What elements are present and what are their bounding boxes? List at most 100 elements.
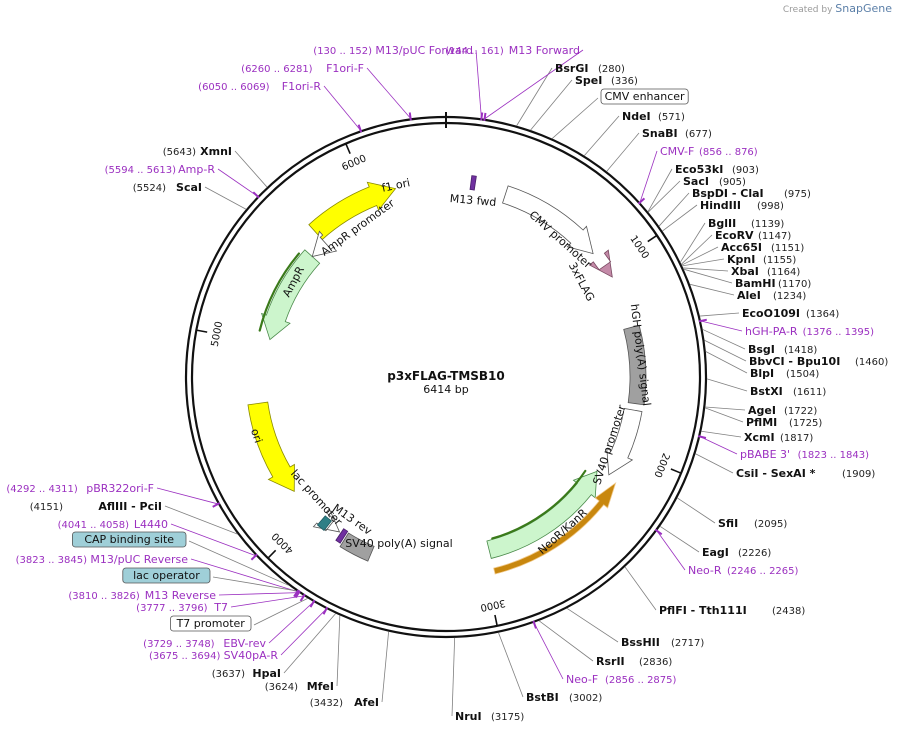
tick-mark-2000 bbox=[670, 468, 682, 474]
left-label-xmni-position: (5643) bbox=[163, 147, 196, 158]
right-label-neo-r-leader bbox=[656, 530, 686, 571]
left-label-lac-operator-leader bbox=[212, 576, 297, 592]
right-label-rsrii-name: RsrII bbox=[596, 655, 625, 668]
right-label-hindiii-leader bbox=[662, 204, 698, 232]
left-label-afei-leader bbox=[381, 631, 390, 703]
right-label-ndei-position: (571) bbox=[658, 112, 685, 123]
right-label-pbabe-3-leader bbox=[699, 436, 738, 455]
right-label-saci-name: SacI bbox=[683, 175, 709, 188]
left-label-lac-operator-box bbox=[122, 567, 211, 584]
right-label-acc65i-name: Acc65I bbox=[721, 241, 762, 254]
left-label-sv40pa-r-name: SV40pA-R bbox=[224, 649, 279, 662]
left-label-f1ori-r-position: (6050 .. 6069) bbox=[198, 82, 270, 93]
right-label-hgh-pa-r-position: (1376 .. 1395) bbox=[803, 327, 875, 338]
left-label-sv40pa-r-mark bbox=[322, 606, 329, 615]
right-label-bspdi-clai-position: (975) bbox=[784, 189, 811, 200]
left-label-mfei-position: (3624) bbox=[265, 682, 298, 693]
left-label-l4440-mark bbox=[250, 553, 258, 561]
left-label-m13-puc-forward-position: (130 .. 152) bbox=[313, 46, 372, 57]
right-label-blpi-position: (1504) bbox=[786, 369, 819, 380]
tick-mark-4000 bbox=[267, 549, 277, 559]
right-label-xcmi-position: (1817) bbox=[780, 433, 813, 444]
right-label-bbvci-bpu10i-leader bbox=[704, 339, 747, 362]
tick-label-2000: 2000 bbox=[651, 451, 671, 479]
right-label-bspdi-clai-leader bbox=[658, 192, 690, 227]
left-label-m13-puc-forward-name: M13/pUC Forward bbox=[375, 44, 473, 57]
right-label-cmv-f-leader bbox=[639, 150, 658, 203]
right-label-bstbi-position: (3002) bbox=[569, 693, 602, 704]
feature-ampr-promoter bbox=[311, 230, 338, 258]
feature-sv40-promoter bbox=[606, 407, 643, 476]
right-label-bsgi-name: BsgI bbox=[748, 343, 775, 356]
right-label-bglii-position: (1139) bbox=[751, 219, 784, 230]
right-label-neo-r-mark bbox=[654, 528, 663, 536]
left-label-pbr322ori-f-mark bbox=[212, 502, 221, 508]
right-label-bstbi-leader bbox=[498, 632, 524, 698]
feature-label-ori: ori bbox=[248, 427, 265, 445]
left-label-amp-r-leader bbox=[217, 168, 258, 197]
right-label-blpi-leader bbox=[705, 351, 748, 374]
right-label-pflfi-tth111i-name: PflFI - Tth111I bbox=[659, 604, 747, 617]
right-label-ecorv-leader bbox=[681, 234, 713, 265]
right-label-ecoo109i-name: EcoO109I bbox=[742, 307, 800, 320]
right-label-bsshii-leader bbox=[566, 607, 619, 643]
right-label-neo-f-position: (2856 .. 2875) bbox=[605, 675, 677, 686]
ampr-direction-line bbox=[258, 252, 301, 332]
tick-mark-1000 bbox=[647, 234, 658, 243]
left-label-m13-forward-name: M13 Forward bbox=[509, 44, 580, 57]
right-label-spei-name: SpeI bbox=[575, 74, 602, 87]
tick-label-3000: 3000 bbox=[479, 597, 506, 613]
left-label-m13-forward-position: (144 .. 161) bbox=[445, 46, 504, 57]
right-label-neo-f-name: Neo-F bbox=[566, 673, 598, 686]
left-label-t7-name: T7 bbox=[213, 601, 228, 614]
left-label-scai-leader bbox=[204, 186, 247, 210]
right-label-ecoo109i-leader bbox=[699, 312, 740, 317]
left-label-m13-puc-reverse-leader bbox=[190, 558, 298, 592]
left-label-m13-reverse-leader bbox=[218, 592, 299, 596]
left-label-afei-position: (3432) bbox=[310, 698, 343, 709]
left-label-xmni-leader bbox=[234, 150, 268, 188]
right-label-eco53ki-position: (903) bbox=[732, 165, 759, 176]
right-label-csii-sexai-leader bbox=[695, 453, 734, 474]
right-label-snabi-name: SnaBI bbox=[642, 127, 678, 140]
feature-sv40-polya bbox=[339, 532, 375, 562]
right-label-pbabe-3-name: pBABE 3' bbox=[740, 448, 790, 461]
right-label-kpni-name: KpnI bbox=[727, 253, 755, 266]
left-label-xmni-name: XmnI bbox=[200, 145, 232, 158]
left-label-amp-r-name: Amp-R bbox=[178, 163, 215, 176]
left-label-l4440-leader bbox=[170, 523, 256, 557]
right-label-bstxi-position: (1611) bbox=[793, 387, 826, 398]
right-label-pflfi-tth111i-leader bbox=[624, 566, 657, 611]
right-label-rsrii-position: (2836) bbox=[639, 657, 672, 668]
left-label-t7-promoter-leader bbox=[253, 597, 308, 626]
left-label-hpai-leader bbox=[283, 613, 336, 674]
left-label-cap-binding-site-leader bbox=[188, 540, 290, 586]
left-label-sv40pa-r-position: (3675 .. 3694) bbox=[149, 651, 221, 662]
right-label-snabi-leader bbox=[606, 132, 640, 172]
right-label-cmv-f-mark bbox=[637, 197, 646, 205]
left-label-m13-puc-reverse-mark bbox=[293, 589, 300, 598]
right-label-blpi-name: BlpI bbox=[750, 367, 774, 380]
left-label-afei-name: AfeI bbox=[354, 696, 379, 709]
right-label-sfii-leader bbox=[677, 497, 716, 524]
right-label-nrui-position: (3175) bbox=[491, 712, 524, 723]
right-label-pbabe-3-position: (1823 .. 1843) bbox=[798, 450, 870, 461]
right-label-acc65i-position: (1151) bbox=[771, 243, 804, 254]
right-label-saci-position: (905) bbox=[719, 177, 746, 188]
left-label-f1ori-f-position: (6260 .. 6281) bbox=[241, 64, 313, 75]
right-label-saci-leader bbox=[647, 180, 681, 213]
feature-label-m13-fwd: M13 fwd bbox=[449, 192, 497, 209]
right-label-ecorv-position: (1147) bbox=[758, 231, 791, 242]
left-label-m13-reverse-name: M13 Reverse bbox=[145, 589, 216, 602]
right-label-hgh-pa-r-mark bbox=[698, 318, 707, 323]
feature-ori bbox=[247, 401, 295, 492]
right-label-eagi-name: EagI bbox=[702, 546, 729, 559]
left-label-t7-leader bbox=[230, 595, 304, 608]
right-label-eco53ki-name: Eco53kI bbox=[675, 163, 723, 176]
left-label-t7-promoter-box bbox=[169, 615, 252, 632]
right-label-nrui-leader bbox=[451, 637, 456, 717]
left-label-ebv-rev-position: (3729 .. 3748) bbox=[143, 639, 215, 650]
right-label-kpni-leader bbox=[682, 258, 725, 267]
tick-mark-5000 bbox=[196, 329, 208, 333]
